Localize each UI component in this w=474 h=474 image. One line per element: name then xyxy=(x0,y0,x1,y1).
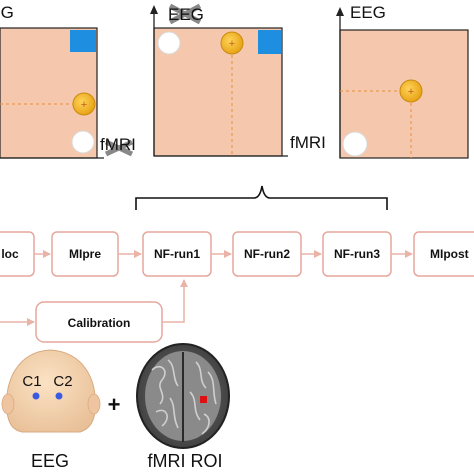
plot-3-feedback-ball xyxy=(399,79,423,103)
plot-2-crossed-axis-mark xyxy=(168,3,202,25)
step-label-mipost: MIpost xyxy=(430,247,469,261)
plot-2: EEG + fMRI xyxy=(150,3,326,157)
head-shape xyxy=(6,349,96,433)
plot-1-crossed-axis-mark xyxy=(104,139,134,157)
electrode-c1 xyxy=(32,392,40,400)
plot-1-x-axis-label: fMRI xyxy=(100,135,136,154)
fmri-roi-label: fMRI ROI xyxy=(148,451,223,471)
fmri-brain xyxy=(136,343,230,449)
fmri-roi-marker xyxy=(200,396,207,403)
plot-1-origin-ball xyxy=(71,130,95,154)
head-left-ear xyxy=(1,393,15,415)
plot-1: EEG + fMRI xyxy=(0,3,136,159)
plot-1-y-axis-label: EEG xyxy=(0,3,14,22)
plus-sign: + xyxy=(108,392,121,417)
plot-2-feedback-ball xyxy=(220,31,244,55)
step-label-nf-run3: NF-run3 xyxy=(334,247,380,261)
plot-2-origin-ball xyxy=(157,31,181,55)
step-label-nf-run2: NF-run2 xyxy=(244,247,290,261)
brain-gyri xyxy=(151,359,217,435)
step-label-nf-run1: NF-run1 xyxy=(154,247,200,261)
electrode-c2 xyxy=(55,392,63,400)
calibration-label: Calibration xyxy=(68,316,131,330)
electrode-label-c1: C1 xyxy=(22,373,41,390)
plot-2-y-axis-label: EEG xyxy=(168,5,204,24)
arrow-calibration-to-nfrun1 xyxy=(162,279,188,323)
step-box-mipost[interactable] xyxy=(413,231,474,277)
plot-1-feedback-ball xyxy=(72,92,96,116)
step-label-mipre: MIpre xyxy=(69,247,101,261)
plot-3-y-axis-label: EEG xyxy=(350,3,386,22)
plot-3-origin-ball xyxy=(342,131,368,157)
plot-2-target-square xyxy=(258,30,281,54)
step-label-loc: loc xyxy=(1,247,19,261)
plot-3: EEG + xyxy=(336,3,469,159)
plot-1-target-square xyxy=(70,30,96,52)
plot-2-x-axis-label: fMRI xyxy=(290,133,326,152)
eeg-label: EEG xyxy=(31,451,69,471)
electrode-label-c2: C2 xyxy=(53,373,72,390)
plot-3-ball-marker: + xyxy=(408,86,414,98)
run-brace xyxy=(135,185,388,210)
plot-2-y-axis-arrowhead xyxy=(150,5,158,14)
plot-2-ball-marker: + xyxy=(229,38,235,50)
plot-1-ball-marker: + xyxy=(81,99,87,111)
plot-3-y-axis-arrowhead xyxy=(336,7,344,16)
eeg-head: C1 C2 xyxy=(1,349,101,433)
head-right-ear xyxy=(87,393,101,415)
pipeline: loc MIpre NF-run1 NF-run2 NF-run3 MIpost… xyxy=(0,231,474,343)
